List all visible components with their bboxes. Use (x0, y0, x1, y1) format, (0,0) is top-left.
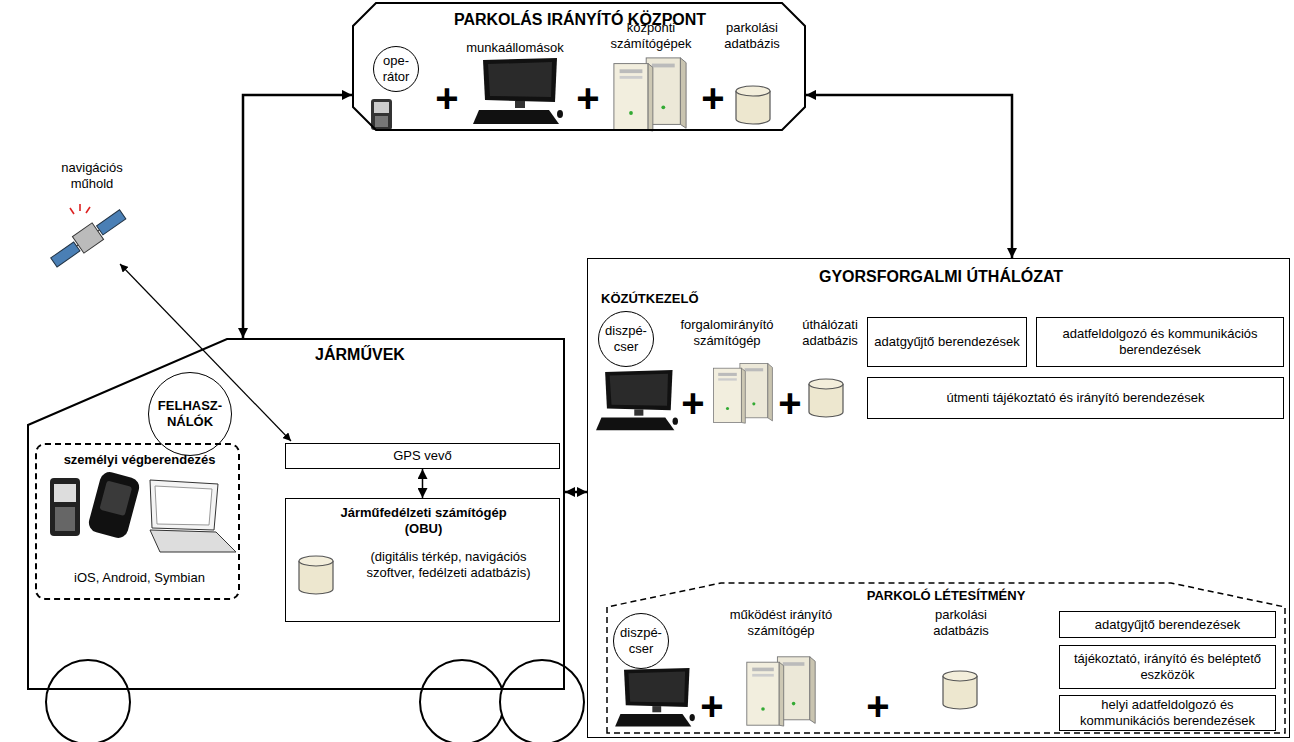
server-icon (614, 58, 686, 131)
plus-sign: + (432, 78, 462, 118)
node-text: tájékoztató, irányító és beléptető eszkö… (1062, 651, 1273, 682)
circle-node: diszpé- cser (598, 311, 654, 367)
node-text: munkaállomások (455, 40, 575, 56)
node-text: központi számítógépek (606, 20, 696, 51)
plus-sign: + (678, 383, 708, 423)
database-icon (943, 671, 977, 709)
node-text: PARKOLÓ LÉTESÍTMÉNY (806, 588, 1086, 604)
laptop-screen (155, 486, 212, 525)
process-box: útmenti tájékoztató és irányító berendez… (867, 377, 1284, 419)
node-text: FELHASZ- NÁLÓK (151, 398, 229, 429)
laptop-icon (150, 480, 218, 530)
process-box: adatfeldolgozó és kommunikációs berendez… (1036, 317, 1284, 367)
node-text: adatfeldolgozó és kommunikációs berendez… (1039, 326, 1281, 357)
solar-panel (97, 210, 126, 235)
circle-node: diszpé- cser (613, 613, 669, 669)
node-text: diszpé- cser (601, 323, 651, 354)
process-box: Járműfedélzeti számítógép (OBU) (digitáli… (285, 498, 560, 622)
node-text: adatgyűjtő berendezések (1095, 617, 1240, 633)
process-box: helyi adatfeldolgozó és kommunikációs be… (1059, 695, 1276, 731)
database-icon (809, 379, 843, 417)
connector-arrow (243, 95, 352, 338)
wheel (420, 660, 504, 742)
satellite-body (72, 223, 103, 253)
node-text: forgalomirányító számítógép (661, 317, 793, 348)
node-text: Járműfedélzeti számítógép (OBU) (321, 505, 526, 536)
node-text: helyi adatfeldolgozó és kommunikációs be… (1062, 697, 1273, 728)
truck-region: JÁRMŰVEK FELHASZ- NÁLÓK személyi végberend… (27, 338, 565, 690)
node-text: működést irányító számítógép (716, 607, 846, 638)
plus-sign: + (698, 78, 728, 118)
circle-node: ope- rátor (373, 46, 419, 92)
phone-keypad (375, 116, 388, 127)
phone-icon (371, 99, 392, 130)
node-text: adatgyűjtő berendezések (874, 334, 1019, 350)
wheel (46, 660, 130, 742)
plus-sign: + (863, 686, 893, 726)
node-text: útmenti tájékoztató és irányító berendez… (947, 390, 1205, 406)
process-box: GYORSFORGALMI ÚTHÁLÓZAT KÖZÚTKEZELŐ forgal… (587, 258, 1290, 738)
connector-arrow (806, 95, 1012, 258)
gps-signal-arrow (120, 264, 291, 441)
phone-screen (54, 484, 76, 502)
laptop-keyboard (150, 530, 236, 552)
pda-icon (87, 470, 142, 540)
satellite-arm (98, 230, 100, 231)
server-icon (714, 364, 773, 424)
solar-panel (51, 242, 80, 267)
plus-sign: + (775, 383, 805, 423)
connector-arrow (422, 469, 424, 498)
node-text: parkolási adatbázis (916, 607, 1006, 638)
node-text: KÖZÚTKEZELŐ (601, 291, 741, 307)
database-icon (299, 556, 333, 594)
plus-sign: + (697, 686, 727, 726)
mobile-phone-icon (50, 478, 80, 536)
workstation-icon (596, 370, 678, 430)
workstation-icon (473, 58, 563, 124)
node-text: diszpé- cser (616, 625, 666, 656)
node-text: GPS vevő (393, 448, 452, 464)
node-text: iOS, Android, Symbian (47, 570, 232, 586)
node-text: parkolási adatbázis (712, 20, 792, 51)
phone-screen (374, 102, 389, 113)
workstation-icon (615, 668, 695, 726)
plus-sign: + (573, 78, 603, 118)
database-icon (736, 86, 770, 124)
process-box: GPS vevő (285, 443, 560, 469)
satellite-label: navigációs műhold (48, 160, 136, 191)
node-text: PARKOLÁS IRÁNYÍTÓ KÖZPONT (380, 10, 780, 29)
node-text: úthálózati adatbázis (796, 317, 864, 348)
server-icon (747, 657, 815, 726)
wheel (500, 660, 584, 742)
satellite-arm (77, 245, 79, 246)
satellite-icon (48, 206, 128, 271)
connector-arrow (565, 491, 587, 494)
process-box: tájékoztató, irányító és beléptető eszkö… (1059, 645, 1276, 689)
signal-marks (70, 204, 90, 214)
node-text: (digitális térkép, navigációs szoftver, … (346, 549, 551, 580)
process-box: adatgyűjtő berendezések (1059, 611, 1276, 638)
pda-screen (99, 480, 132, 516)
node-text: GYORSFORGALMI ÚTHÁLÓZAT (761, 267, 1121, 286)
dash-region: személyi végberendezés iOS, Android, Symb… (35, 443, 240, 600)
node-text: személyi végberendezés (47, 452, 232, 468)
process-box: adatgyűjtő berendezések (867, 317, 1027, 367)
node-text: JÁRMŰVEK (300, 345, 420, 364)
node-text: ope- rátor (376, 53, 416, 84)
phone-keypad (55, 507, 75, 531)
